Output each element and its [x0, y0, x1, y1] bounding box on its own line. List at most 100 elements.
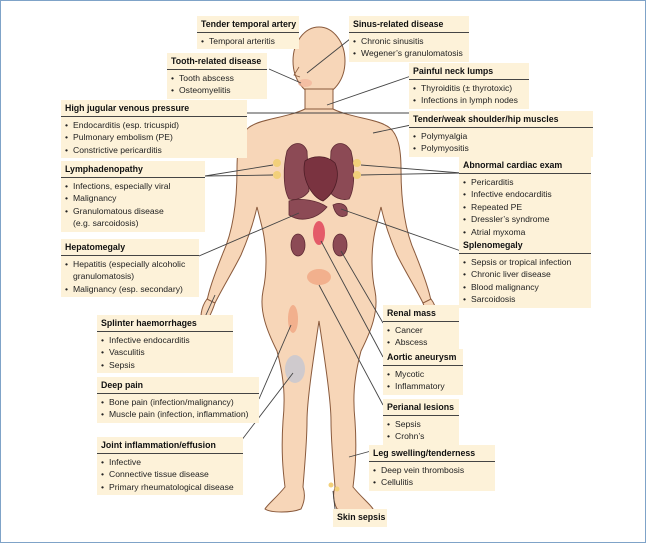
box-item: Tooth abscess: [171, 72, 262, 85]
box-item: Malignancy (esp. secondary): [65, 283, 194, 296]
leader-cardiac-1: [360, 164, 462, 174]
box-item: Osteomyelitis: [171, 84, 262, 97]
liver: [288, 199, 328, 220]
box-splinter-haemorrhages: Splinter haemorrhages Infective endocard…: [97, 315, 233, 374]
box-deep-pain: Deep pain Bone pain (infection/malignanc…: [97, 377, 259, 423]
box-item: Crohn’s: [387, 430, 454, 443]
box-tender-shoulder-hip: Tender/weak shoulder/hip muscles Polymya…: [409, 111, 593, 157]
box-abnormal-cardiac-exam: Abnormal cardiac exam Pericarditis Infec…: [459, 157, 591, 241]
box-title: Perianal lesions: [383, 400, 459, 416]
box-item: Pericarditis: [463, 176, 586, 189]
box-item: Endocarditis (esp. tricuspid): [65, 119, 242, 132]
lymph-node-left-lower: [273, 171, 281, 179]
box-title: Leg swelling/tenderness: [369, 446, 495, 462]
box-item: Cellulitis: [373, 476, 490, 489]
leader-leg: [348, 450, 372, 458]
leader-deep-pain: [258, 324, 292, 400]
box-sinus-related-disease: Sinus-related disease Chronic sinusitis …: [349, 16, 469, 62]
aorta-glow: [313, 221, 325, 245]
leader-hepatomegaly: [198, 212, 300, 257]
box-renal-mass: Renal mass Cancer Abscess: [383, 305, 459, 351]
right-lung: [283, 143, 310, 200]
box-item: Mycotic: [387, 368, 458, 381]
box-item: Muscle pain (infection, inflammation): [101, 408, 254, 421]
leader-lymph-2: [204, 174, 274, 177]
leader-shoulder: [372, 124, 412, 134]
leader-sinus: [306, 34, 356, 74]
box-tender-temporal-artery: Tender temporal artery Temporal arteriti…: [197, 16, 299, 50]
box-lymphadenopathy: Lymphadenopathy Infections, especially v…: [61, 161, 205, 232]
box-item: Polymyalgia: [413, 130, 588, 143]
left-kidney: [290, 233, 306, 257]
box-item: Granulomatous disease: [65, 205, 200, 218]
leader-aortic: [320, 240, 384, 358]
box-item: Cancer: [387, 324, 454, 337]
box-title: Abnormal cardiac exam: [459, 158, 591, 174]
box-item: Pulmonary embolism (PE): [65, 131, 242, 144]
box-skin-sepsis: Skin sepsis: [333, 509, 387, 527]
box-item: Inflammatory: [387, 380, 458, 393]
skin-sepsis-spot-1: [328, 482, 334, 488]
heart: [303, 156, 338, 202]
box-title: Painful neck lumps: [409, 64, 529, 80]
box-item: Malignancy: [65, 192, 200, 205]
skin-sepsis-spot-2: [334, 486, 340, 492]
box-item: Infective: [101, 456, 238, 469]
box-title: Tender/weak shoulder/hip muscles: [409, 112, 593, 128]
box-title: Lymphadenopathy: [61, 162, 205, 178]
box-splenomegaly: Splenomegaly Sepsis or tropical infectio…: [459, 237, 591, 308]
box-title: Hepatomegaly: [61, 240, 199, 256]
leader-perianal: [318, 284, 384, 406]
box-item: Polymyositis: [413, 142, 588, 155]
leader-lymph-1: [204, 164, 274, 177]
box-tooth-related-disease: Tooth-related disease Tooth abscess Oste…: [167, 53, 267, 99]
cheek-flush: [298, 79, 312, 87]
box-item: Connective tissue disease: [101, 468, 238, 481]
leader-skin-sepsis: [332, 490, 336, 510]
box-item: Deep vein thrombosis: [373, 464, 490, 477]
box-item: Primary rheumatological disease: [101, 481, 238, 494]
box-item: Temporal arteritis: [201, 35, 294, 48]
lymph-node-right-upper: [353, 159, 361, 167]
box-item: Dressler’s syndrome: [463, 213, 586, 226]
leader-lines: [198, 34, 462, 510]
box-high-jugular-venous-pressure: High jugular venous pressure Endocarditi…: [61, 100, 247, 159]
box-item: Sepsis or tropical infection: [463, 256, 586, 269]
box-item: Sarcoidosis: [463, 293, 586, 306]
box-item: Infective endocarditis: [101, 334, 228, 347]
box-item: Bone pain (infection/malignancy): [101, 396, 254, 409]
pelvic-glow: [307, 269, 331, 285]
box-title: High jugular venous pressure: [61, 101, 247, 117]
box-title: Sinus-related disease: [349, 17, 469, 33]
box-item: Blood malignancy: [463, 281, 586, 294]
box-title: Deep pain: [97, 378, 259, 394]
box-item: Constrictive pericarditis: [65, 144, 242, 157]
leader-joint: [240, 372, 294, 442]
box-title: Splenomegaly: [459, 238, 591, 254]
torso-and-limbs: [206, 108, 432, 513]
box-item: Vasculitis: [101, 346, 228, 359]
box-item: Hepatitis (especially alcoholic: [65, 258, 194, 271]
box-title: Splinter haemorrhages: [97, 316, 233, 332]
box-perianal-lesions: Perianal lesions Sepsis Crohn’s: [383, 399, 459, 445]
leader-cardiac-2: [360, 172, 462, 176]
box-item: Chronic sinusitis: [353, 35, 464, 48]
knee-joint: [285, 355, 305, 383]
box-item: Sepsis: [387, 418, 454, 431]
box-item: Atrial myxoma: [463, 226, 586, 239]
lymph-node-right-lower: [353, 171, 361, 179]
box-joint-inflammation: Joint inflammation/effusion Infective Co…: [97, 437, 243, 496]
box-item: Infections, especially viral: [65, 180, 200, 193]
box-item: Infections in lymph nodes: [413, 94, 524, 107]
box-painful-neck-lumps: Painful neck lumps Thyroiditis (± thyrot…: [409, 63, 529, 109]
box-item: Abscess: [387, 336, 454, 349]
box-item-continuation: (e.g. sarcoidosis): [73, 218, 139, 229]
box-item: Thyroiditis (± thyrotoxic): [413, 82, 524, 95]
leader-neck-lumps: [326, 75, 412, 106]
box-hepatomegaly: Hepatomegaly Hepatitis (especially alcoh…: [61, 239, 199, 298]
box-aortic-aneurysm: Aortic aneurysm Mycotic Inflammatory: [383, 349, 463, 395]
box-item: Chronic liver disease: [463, 268, 586, 281]
spleen: [332, 203, 348, 217]
box-item: Sepsis: [101, 359, 228, 372]
